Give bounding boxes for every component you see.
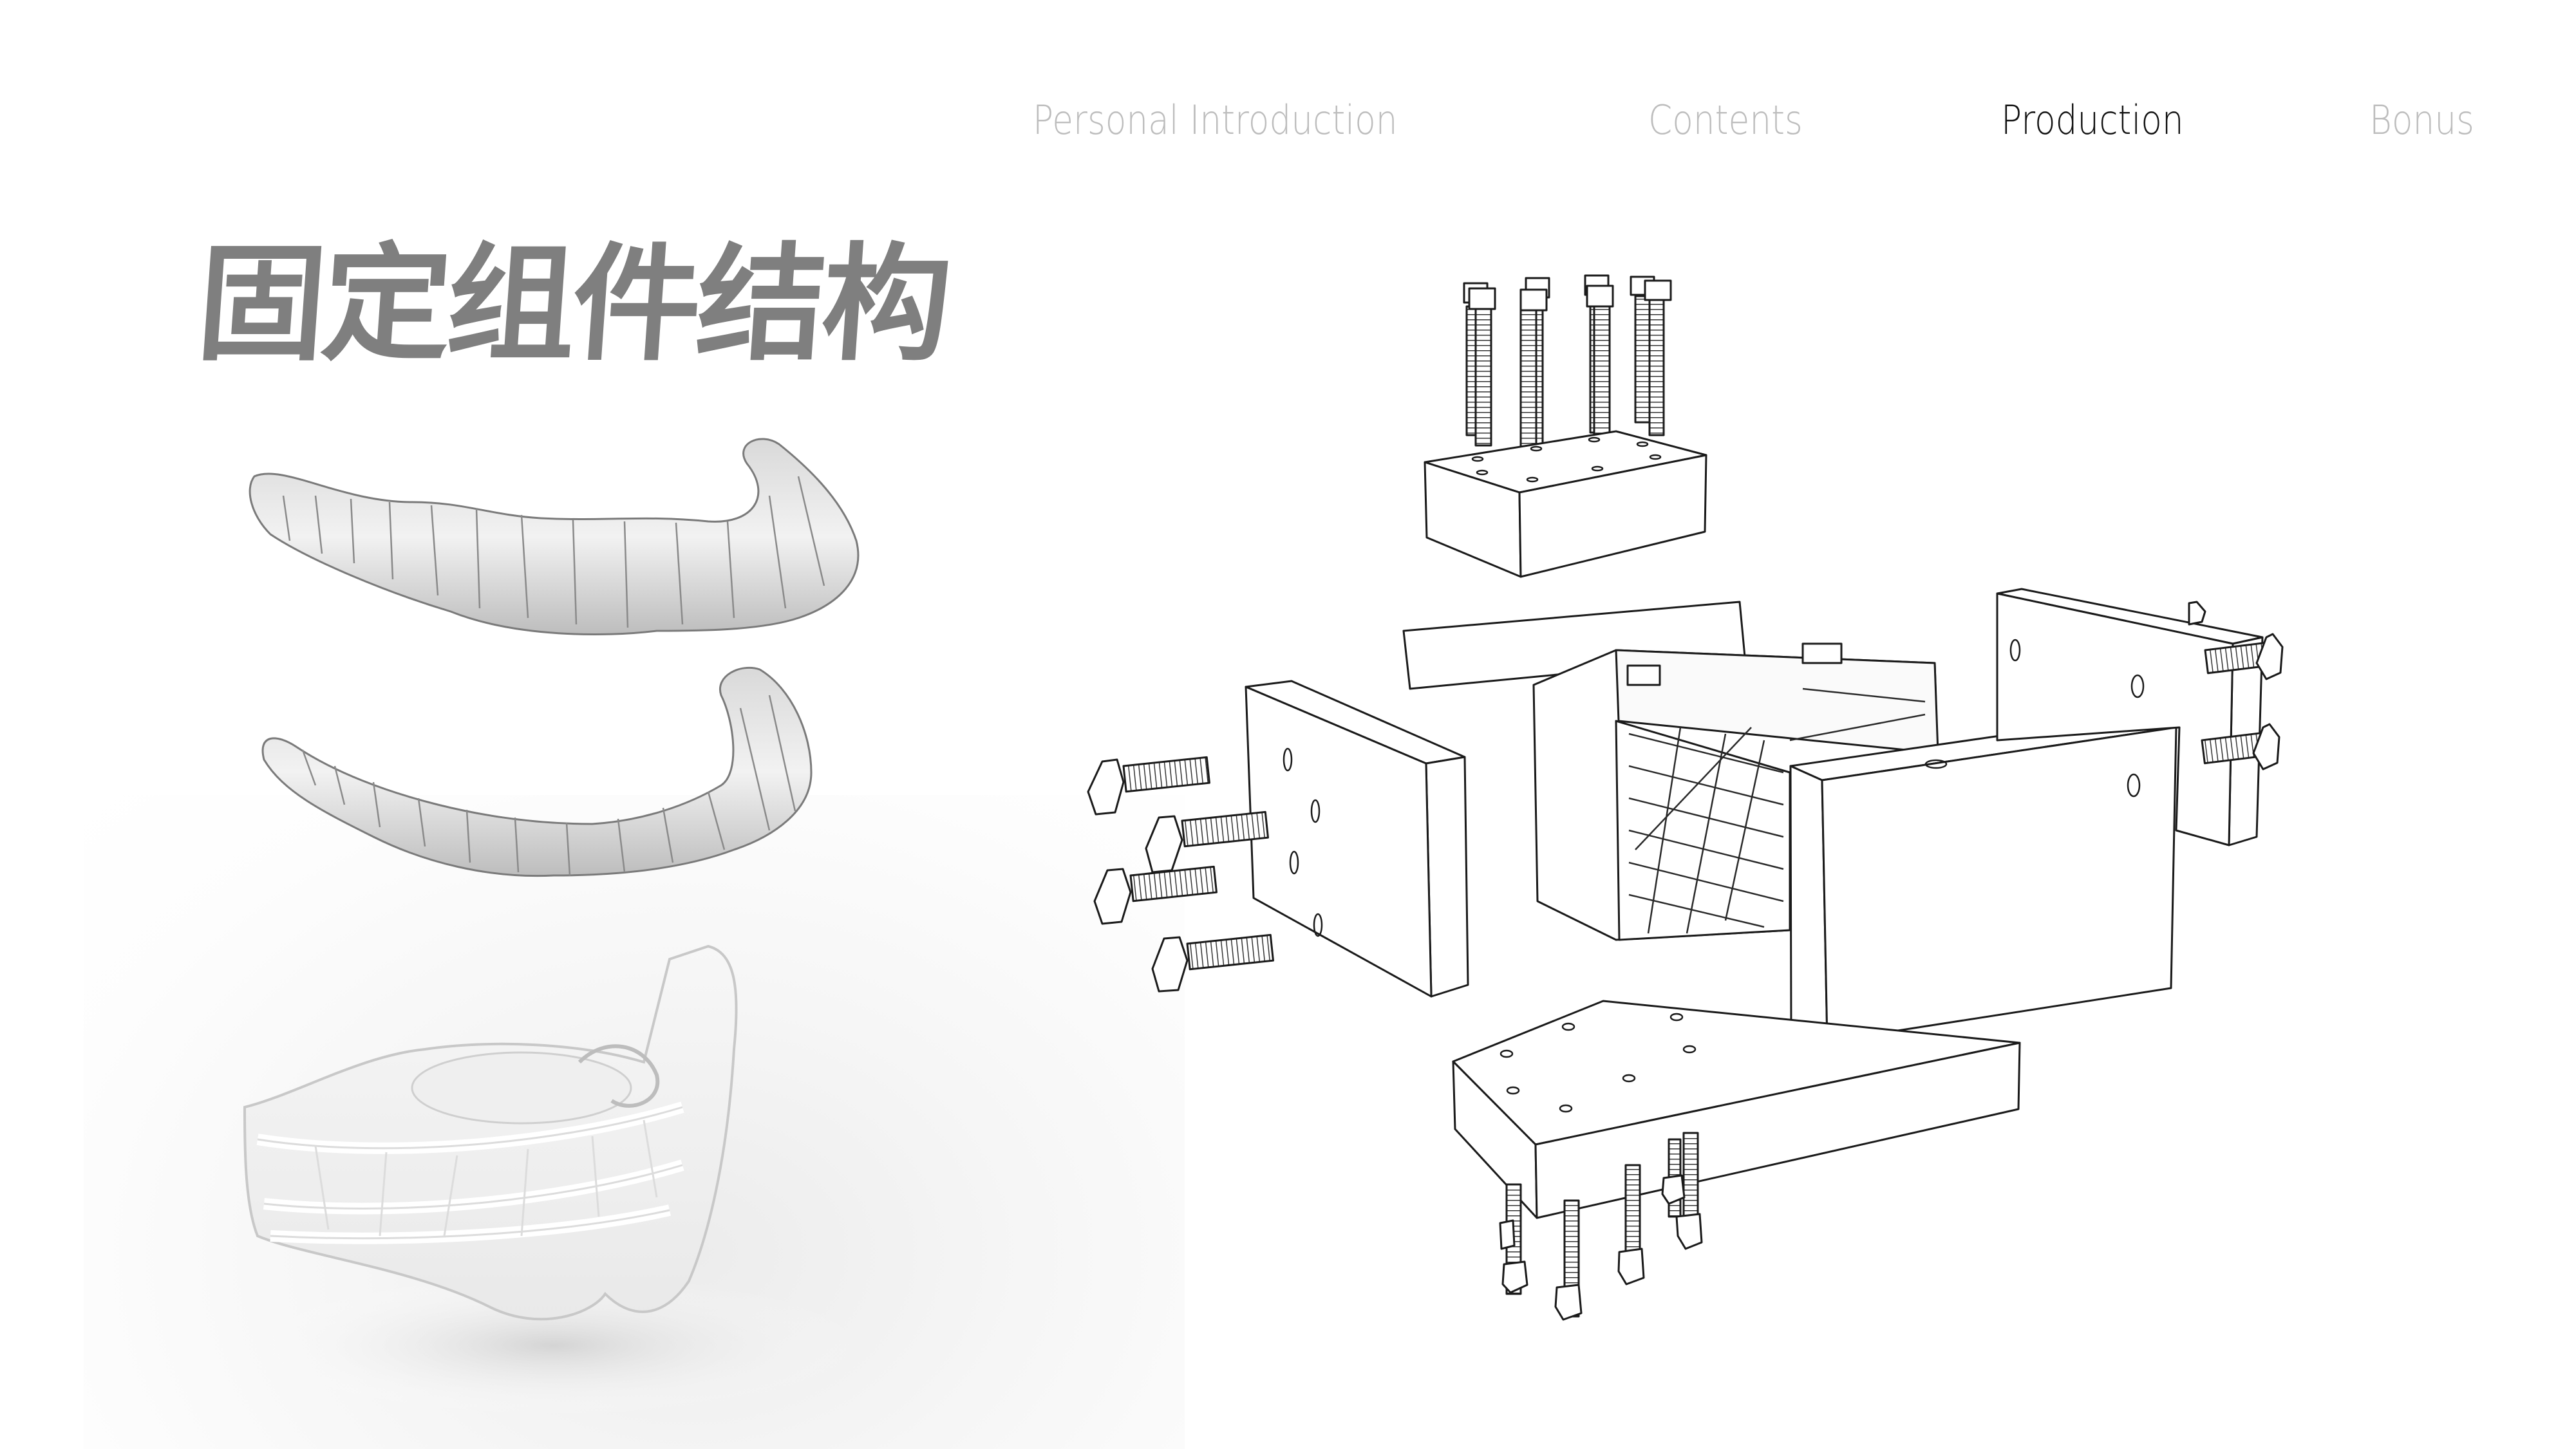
top-nav: Personal Introduction Contents Productio…: [0, 97, 2576, 154]
mouthguard-image: [243, 944, 863, 1416]
right-plate: [1996, 588, 2264, 846]
right-bolts: [2188, 601, 2284, 771]
bottom-bolts: [1499, 1132, 1703, 1321]
nav-item-bonus[interactable]: Bonus: [2369, 97, 2474, 144]
clear-aligners-image: [249, 438, 860, 877]
left-plate: [1245, 680, 1469, 998]
page-title: 固定组件结构: [192, 231, 952, 379]
nav-item-contents[interactable]: Contents: [1648, 97, 1803, 144]
bottom-plate: [1452, 1000, 2021, 1219]
front-panel: [1789, 713, 2177, 1043]
top-bolts: [1463, 274, 1672, 454]
nav-item-production[interactable]: Production: [2001, 97, 2184, 144]
left-bolts: [1087, 756, 1274, 993]
central-lattice-box: [1532, 642, 1939, 941]
top-plate: [1424, 430, 1707, 578]
exploded-mold-assembly-drawing: [1087, 274, 2284, 1321]
nav-item-personal-introduction[interactable]: Personal Introduction: [1033, 97, 1398, 144]
